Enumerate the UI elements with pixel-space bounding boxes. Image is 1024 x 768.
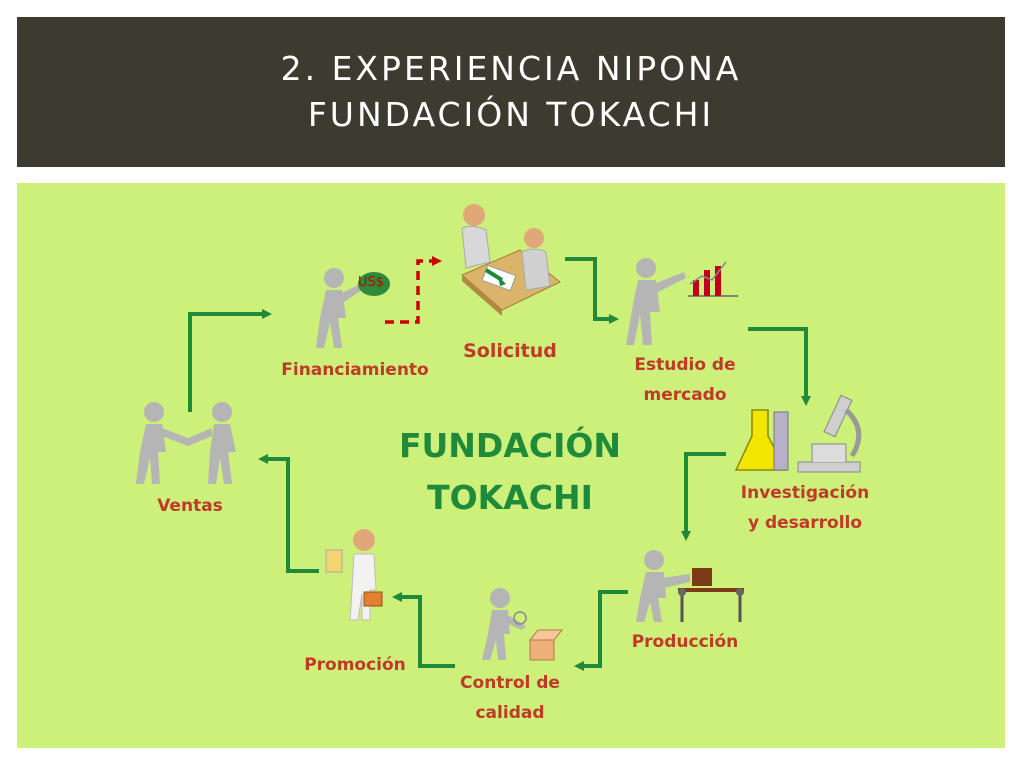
label-financiamiento-text: Financiamiento bbox=[281, 360, 429, 380]
label-investigacion-line-2: y desarrollo bbox=[747, 513, 863, 533]
person-briefcase-icon bbox=[325, 529, 383, 621]
label-control-calidad: Control de calidad bbox=[440, 668, 580, 728]
slide-header: 2. EXPERIENCIA NIPONA FUNDACIÓN TOKACHI bbox=[17, 17, 1005, 167]
label-promocion-text: Promoción bbox=[304, 655, 406, 675]
center-title-line-1: FUNDACIÓN bbox=[398, 426, 622, 465]
label-control-line-1: Control de bbox=[460, 673, 560, 693]
slide-title-line-2: FUNDACIÓN TOKACHI bbox=[307, 95, 715, 134]
arrow-control-to-promocion bbox=[392, 592, 455, 668]
label-produccion: Producción bbox=[620, 627, 750, 657]
label-solicitud: Solicitud bbox=[455, 336, 565, 366]
label-estudio-line-2: mercado bbox=[643, 385, 727, 405]
label-ventas-text: Ventas bbox=[157, 496, 223, 516]
lab-flask-microscope-icon bbox=[734, 394, 862, 473]
label-estudio-mercado: Estudio de mercado bbox=[610, 350, 760, 410]
person-money-icon: US$ bbox=[316, 268, 390, 348]
slide-title-line-1: 2. EXPERIENCIA NIPONA bbox=[280, 49, 742, 88]
label-promocion: Promoción bbox=[290, 650, 420, 680]
arrow-ventas-to-financiamiento bbox=[188, 309, 272, 412]
label-produccion-text: Producción bbox=[631, 632, 739, 652]
label-investigacion: Investigación y desarrollo bbox=[725, 478, 885, 538]
arrow-estudio-to-investigacion bbox=[748, 327, 811, 406]
handshake-icon bbox=[136, 402, 236, 484]
label-investigacion-line-1: Investigación bbox=[740, 483, 870, 503]
person-conveyor-box-icon bbox=[636, 550, 744, 622]
arrow-investigacion-to-produccion bbox=[681, 452, 726, 541]
label-financiamiento: Financiamiento bbox=[265, 355, 445, 385]
person-pointing-chart-icon bbox=[626, 258, 738, 345]
label-ventas: Ventas bbox=[140, 491, 240, 521]
dashed-arrow-financiamiento-to-solicitud bbox=[385, 256, 442, 324]
arrow-solicitud-to-estudio bbox=[565, 257, 619, 324]
center-title-line-2: TOKACHI bbox=[427, 478, 593, 517]
center-title: FUNDACIÓN TOKACHI bbox=[375, 420, 645, 524]
arrow-promocion-to-ventas bbox=[258, 454, 319, 573]
label-control-line-2: calidad bbox=[475, 703, 545, 723]
label-estudio-line-1: Estudio de bbox=[634, 355, 736, 375]
person-inspecting-box-icon bbox=[482, 588, 564, 661]
money-label: US$ bbox=[358, 275, 384, 290]
arrow-produccion-to-control bbox=[574, 590, 628, 671]
two-people-desk-icon bbox=[461, 204, 561, 316]
label-solicitud-text: Solicitud bbox=[463, 340, 557, 362]
